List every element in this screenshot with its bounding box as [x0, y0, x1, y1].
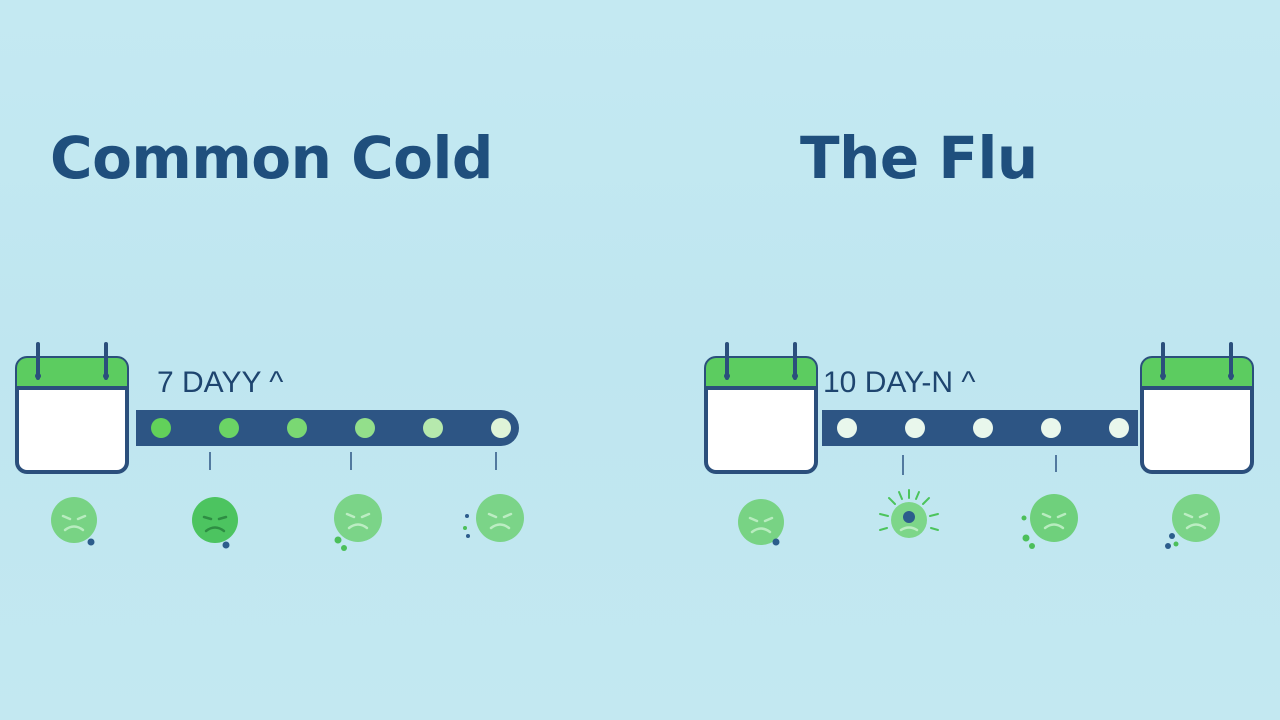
- flu-tick-marks: [902, 455, 1057, 475]
- calendar-icon: [1140, 342, 1254, 474]
- timeline-dot: [973, 418, 993, 438]
- timeline-dot: [423, 418, 443, 438]
- cold-duration-label: 7 DAYY ^: [157, 366, 284, 399]
- flu-duration-label: 10 DAY-N ^: [823, 366, 976, 399]
- timeline-dot: [1041, 418, 1061, 438]
- timeline-dot: [287, 418, 307, 438]
- calendar-icon: [15, 342, 129, 474]
- timeline-dot: [219, 418, 239, 438]
- sick-face-icon: [334, 494, 382, 551]
- timeline-dot: [355, 418, 375, 438]
- timeline-dot: [1109, 418, 1129, 438]
- cold-tick-marks: [209, 452, 497, 470]
- flu-title: The Flu: [800, 124, 1038, 192]
- sick-face-icon: [51, 497, 97, 546]
- sick-face-icon: [463, 494, 524, 542]
- timeline-dot: [837, 418, 857, 438]
- sick-face-icon: [1165, 494, 1220, 549]
- fever-face-icon: [879, 489, 939, 538]
- timeline-dot: [491, 418, 511, 438]
- timeline-dot: [905, 418, 925, 438]
- flu-timeline-bar: [822, 410, 1138, 446]
- cold-timeline-bar: [136, 410, 519, 446]
- timeline-dot: [151, 418, 171, 438]
- sick-face-icon: [192, 497, 238, 549]
- sick-face-icon: [1021, 494, 1078, 549]
- common-cold-title: Common Cold: [50, 124, 493, 192]
- sick-face-icon: [738, 499, 784, 546]
- calendar-icon: [704, 342, 818, 474]
